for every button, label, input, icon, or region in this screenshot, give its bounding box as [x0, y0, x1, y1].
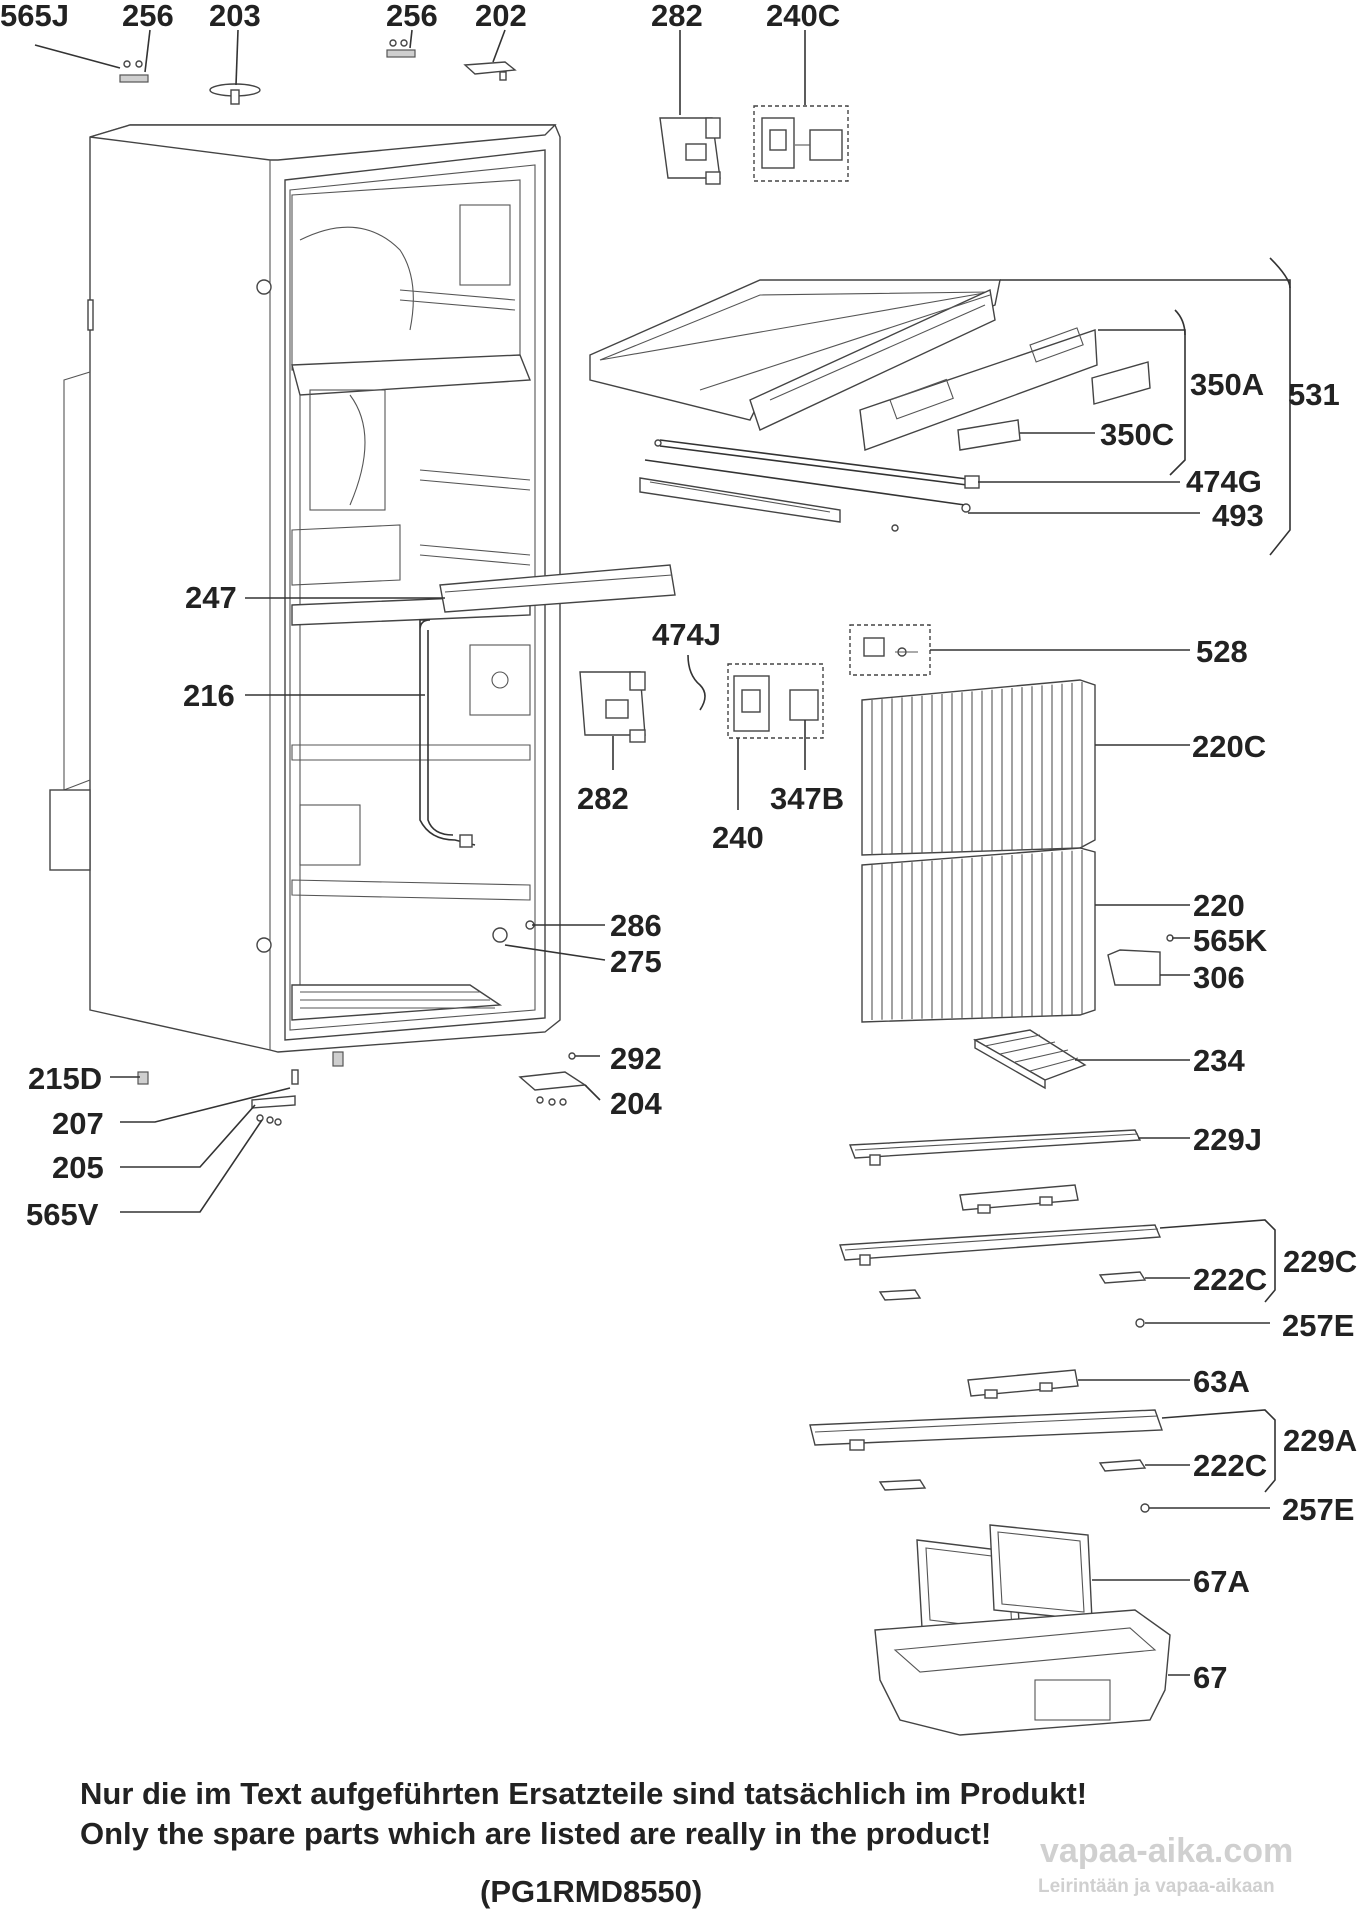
disclaimer-german: Nur die im Text aufgeführten Ersatzteile… [80, 1776, 1088, 1811]
label-63A: 63A [1193, 1364, 1250, 1399]
leader-lines [34, 29, 1291, 1676]
label-565V: 565V [26, 1197, 99, 1232]
part-528 [849, 624, 931, 676]
label-240: 240 [712, 820, 764, 855]
module-240-and-bracket-347B [727, 663, 824, 739]
label-220: 220 [1193, 888, 1245, 923]
shelf-229J-part [849, 1129, 1142, 1166]
part-565K-and-306 [1107, 934, 1174, 986]
label-350A: 350A [1190, 367, 1264, 402]
label-275: 275 [610, 944, 662, 979]
cover-67A-part [916, 1524, 1093, 1641]
label-216: 216 [183, 678, 235, 713]
door-220C-part [861, 679, 1096, 856]
label-256-right: 256 [386, 0, 438, 33]
label-531: 531 [1288, 377, 1340, 412]
control-panel-531-assembly [589, 279, 1151, 532]
label-205: 205 [52, 1150, 104, 1185]
label-292: 292 [610, 1041, 662, 1076]
label-202: 202 [475, 0, 527, 33]
label-528: 528 [1196, 634, 1248, 669]
bottom-hinge-parts [137, 1052, 588, 1126]
electronic-module-240C [753, 105, 849, 182]
label-493: 493 [1212, 498, 1264, 533]
disclaimer-english: Only the spare parts which are listed ar… [80, 1816, 992, 1851]
label-234: 234 [1193, 1043, 1245, 1078]
label-306: 306 [1193, 960, 1245, 995]
label-229J: 229J [1193, 1122, 1262, 1157]
drain-tube-216-part [419, 619, 476, 848]
label-220C: 220C [1192, 729, 1266, 764]
label-207: 207 [52, 1106, 104, 1141]
label-565J: 565J [0, 0, 69, 33]
model-number: (PG1RMD8550) [480, 1874, 703, 1909]
door-220-part [861, 847, 1096, 1023]
label-256-left: 256 [122, 0, 174, 33]
hose-474J-part [687, 654, 706, 711]
label-229C: 229C [1283, 1244, 1357, 1279]
top-small-parts [119, 39, 517, 105]
label-257E-upper: 257E [1282, 1308, 1354, 1343]
label-215D: 215D [28, 1061, 102, 1096]
label-474J: 474J [652, 617, 721, 652]
label-282-lower: 282 [577, 781, 629, 816]
part-labels: 565J 256 203 256 202 282 240C 350A 531 3… [0, 0, 1357, 1695]
label-565K: 565K [1193, 923, 1268, 958]
label-240C: 240C [766, 0, 840, 33]
label-67: 67 [1193, 1660, 1227, 1695]
divider-part [959, 1184, 1079, 1214]
watermark-site: vapaa-aika.com [1040, 1832, 1294, 1870]
label-257E-lower: 257E [1282, 1492, 1354, 1527]
label-350C: 350C [1100, 417, 1174, 452]
label-203: 203 [209, 0, 261, 33]
divider-63A-part [967, 1369, 1079, 1399]
label-222C-upper: 222C [1193, 1262, 1267, 1297]
label-286: 286 [610, 908, 662, 943]
watermark-tagline: Leirintään ja vapaa-aikaan [1038, 1876, 1275, 1897]
ice-tray-234-part [972, 1029, 1087, 1090]
shelf-247-part [439, 564, 676, 613]
shelf-229A-part [809, 1409, 1163, 1513]
control-box-282-lower [579, 671, 646, 743]
label-347B: 347B [770, 781, 844, 816]
crisper-67-part [874, 1609, 1171, 1736]
label-282-upper: 282 [651, 0, 703, 33]
control-box-282-upper [659, 117, 721, 185]
refrigerator-cabinet [49, 124, 561, 1067]
label-67A: 67A [1193, 1564, 1250, 1599]
label-222C-lower: 222C [1193, 1448, 1267, 1483]
shelf-229C-part [839, 1224, 1162, 1328]
label-229A: 229A [1283, 1423, 1357, 1458]
label-474G: 474G [1186, 464, 1262, 499]
label-204: 204 [610, 1086, 662, 1121]
label-247: 247 [185, 580, 237, 615]
